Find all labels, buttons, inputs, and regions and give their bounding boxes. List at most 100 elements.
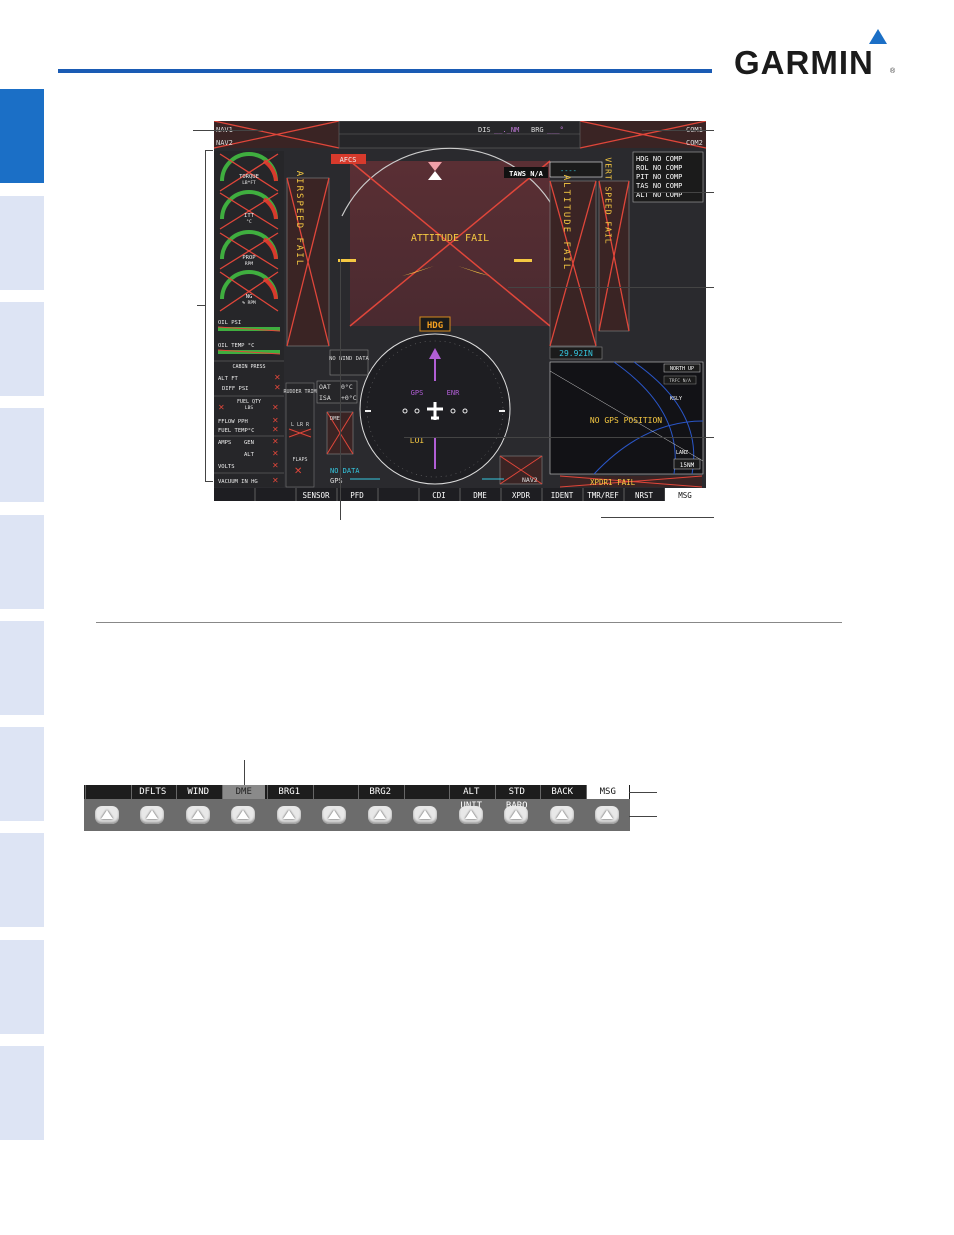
map-traffic-status: TRFC N/A: [669, 378, 691, 384]
hdg-label: HDG: [427, 321, 443, 331]
garmin-logo: GARMIN: [734, 44, 874, 81]
softkey-label-8: [403, 785, 447, 799]
softkey-1[interactable]: [84, 785, 130, 831]
ng-gauge: NG % RPM: [219, 270, 279, 312]
softkey-up-arrow-icon: [100, 810, 113, 819]
softkey-button-1[interactable]: [94, 806, 119, 824]
softkey-5[interactable]: BRG1: [266, 785, 312, 831]
section-tab-9[interactable]: [0, 940, 44, 1034]
section-tab-10[interactable]: [0, 1046, 44, 1140]
oat-label: OAT: [319, 383, 331, 391]
softkey-button-7[interactable]: [367, 806, 392, 824]
gen-label: GEN: [244, 440, 254, 446]
vacuum-label: VACUUM IN HG: [218, 479, 258, 485]
vacuum-fail-icon: ✕: [272, 476, 279, 485]
rudder-trim-scale: L LR R: [291, 422, 310, 428]
softkey-4[interactable]: DME: [221, 785, 267, 831]
softkey-up-arrow-icon: [237, 810, 250, 819]
softkey-button-5[interactable]: [276, 806, 301, 824]
altitude-fail-label: ALTITUDE FAIL: [561, 175, 571, 271]
section-tab-7[interactable]: [0, 727, 44, 821]
pfd-softkey-ident: IDENT: [551, 491, 574, 500]
section-tab-5[interactable]: [0, 515, 44, 609]
softkey-up-arrow-icon: [282, 810, 295, 819]
volts-fail-icon: ✕: [272, 461, 279, 470]
softkey-11[interactable]: BACK: [539, 785, 585, 831]
enr-phase: ENR: [447, 389, 460, 397]
vertical-speed-fail: [598, 180, 630, 332]
alt-label: ALT: [244, 452, 255, 458]
header-rule: [58, 69, 712, 73]
pit-no-comp: PIT NO COMP: [636, 173, 682, 181]
softkey-label-3: WIND: [176, 785, 220, 799]
softkey-8[interactable]: [403, 785, 449, 831]
isa-label: ISA: [319, 394, 331, 402]
hsi: [359, 316, 511, 485]
softkey-7[interactable]: BRG2: [357, 785, 403, 831]
gen-fail-icon: ✕: [272, 437, 279, 446]
softkey-button-12[interactable]: [595, 806, 620, 824]
bearing-no-data: NO DATA: [330, 467, 360, 475]
pfd-softkey-row: SENSOR PFD CDI DME XPDR IDENT TMR/REF NR…: [214, 488, 706, 501]
softkey-up-arrow-icon: [191, 810, 204, 819]
softkey-button-2[interactable]: [140, 806, 165, 824]
diff-psi-fail-icon: ✕: [274, 383, 281, 392]
softkey-button-11[interactable]: [549, 806, 574, 824]
softkey-label-2: DFLTS: [130, 785, 174, 799]
softkey-button-8[interactable]: [413, 806, 438, 824]
prop-label: PROP: [242, 255, 256, 261]
dme-window-label: DME: [330, 416, 340, 422]
dis-label: DIS: [478, 126, 491, 134]
section-tab-8[interactable]: [0, 833, 44, 927]
softkey-label-11: BACK: [540, 785, 584, 799]
xpdr-fail-label: XPDR1 FAIL: [590, 478, 636, 487]
map-north-up: NORTH UP: [670, 366, 694, 372]
map-label-ksly: KSLY: [670, 396, 682, 402]
softkey-label-1: [85, 785, 129, 799]
section-tab-4[interactable]: [0, 408, 44, 502]
no-gps-position: NO GPS POSITION: [590, 416, 662, 425]
softkey-button-9[interactable]: [458, 806, 483, 824]
rol-no-comp: ROL NO COMP: [636, 164, 682, 172]
softkey-up-arrow-icon: [601, 810, 614, 819]
callout-eis-bracket: [205, 150, 206, 481]
garmin-logo-triangle-icon: [869, 29, 887, 44]
altitude-tape-fail: [549, 161, 603, 360]
fuel-flow-fail-icon: ✕: [272, 416, 279, 425]
softkey-button-10[interactable]: [504, 806, 529, 824]
section-tab-6[interactable]: [0, 621, 44, 715]
fuel-temp-fail-icon: ✕: [272, 425, 279, 434]
softkey-2[interactable]: DFLTS: [130, 785, 176, 831]
softkey-6[interactable]: [312, 785, 358, 831]
pfd-softkey-sensor: SENSOR: [302, 491, 330, 500]
section-tab-1[interactable]: [0, 89, 44, 183]
torque-gauge: TORQUE LB*FT: [219, 152, 279, 192]
softkey-up-arrow-icon: [464, 810, 477, 819]
section-tab-3[interactable]: [0, 302, 44, 396]
brg-value: ___°: [547, 126, 564, 134]
callout-softkey-label: [629, 792, 657, 793]
garmin-registered-mark: ®: [890, 68, 896, 75]
fuel-temp-label: FUEL TEMP°C: [218, 428, 254, 434]
section-tab-2[interactable]: [0, 196, 44, 290]
softkey-up-arrow-icon: [146, 810, 159, 819]
callout-eis-bottom: [205, 481, 213, 482]
softkey-label-12: MSG: [585, 785, 629, 799]
softkey-10[interactable]: STD BARO: [494, 785, 540, 831]
callout-attitude: [508, 287, 714, 288]
softkey-3[interactable]: WIND: [175, 785, 221, 831]
softkey-12[interactable]: MSG: [585, 785, 631, 831]
callout-eis-tick: [197, 305, 205, 306]
no-wind-data: NO WIND DATA: [329, 356, 369, 362]
nav-com-bar: NAV1 NAV2 COM1 COM2 DIS __._NM BRG ___°: [214, 121, 706, 149]
softkey-button-6[interactable]: [322, 806, 347, 824]
fuel-qty-right-fail-icon: ✕: [272, 403, 279, 412]
softkey-9[interactable]: ALT UNIT: [448, 785, 494, 831]
pfd-softkey-xpdr: XPDR: [512, 491, 531, 500]
pfd-softkey-cdi: CDI: [432, 491, 446, 500]
softkey-button-3[interactable]: [185, 806, 210, 824]
softkey-button-4[interactable]: [231, 806, 256, 824]
oil-psi-label: OIL PSI: [218, 320, 241, 326]
itt-label: ITT: [244, 213, 255, 219]
callout-nav: [193, 130, 263, 131]
